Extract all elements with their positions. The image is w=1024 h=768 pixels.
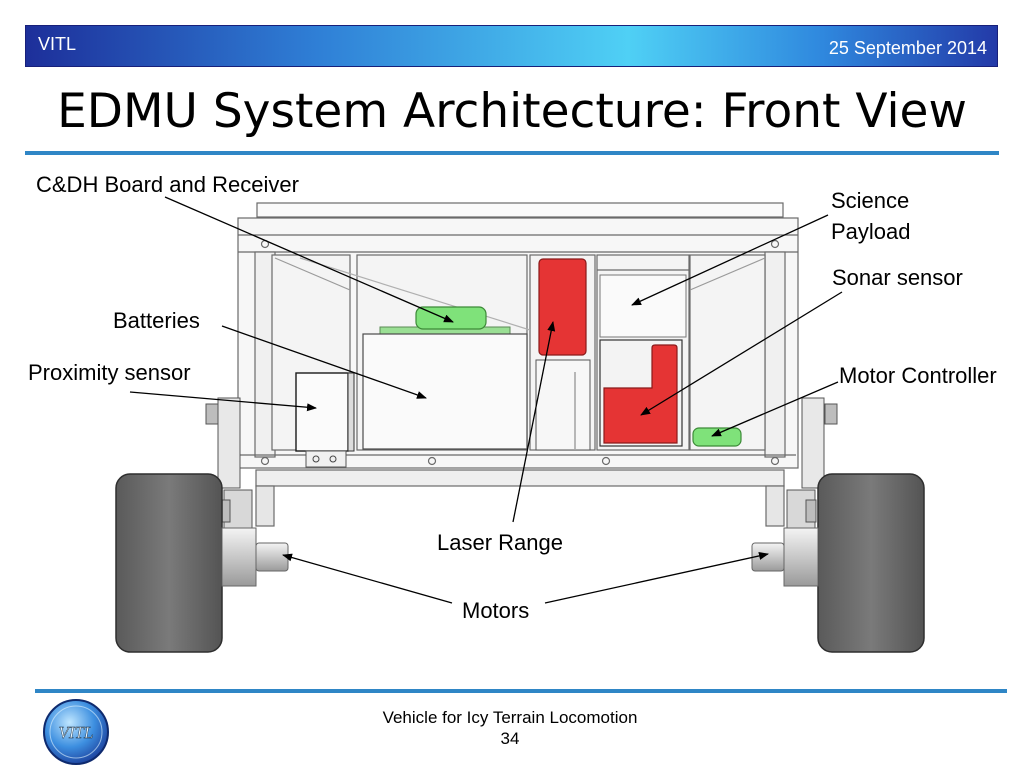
science-payload-bay — [599, 274, 687, 338]
label-science-line2: Payload — [831, 219, 911, 244]
label-motors: Motors — [462, 598, 529, 623]
arrow-science — [631, 214, 829, 306]
arrow-sonar — [640, 291, 843, 416]
right-motor — [751, 527, 819, 587]
arrow-batteries — [221, 325, 427, 399]
label-motor-controller: Motor Controller — [839, 363, 997, 388]
left-wheel — [115, 473, 223, 653]
laser-range-finder — [535, 258, 591, 451]
footer-title: Vehicle for Icy Terrain Locomotion — [382, 708, 638, 727]
arrow-proximity — [129, 391, 317, 412]
battery-pack — [362, 326, 528, 450]
right-wheel — [817, 473, 925, 653]
header-title: VITL — [38, 34, 77, 54]
left-motor — [221, 527, 289, 587]
arrow-motor-controller — [711, 381, 839, 437]
logo-text: VITL — [59, 723, 94, 742]
header-date: 25 September 2014 — [828, 38, 987, 58]
label-laser-range: Laser Range — [437, 530, 563, 555]
footer: Vehicle for Icy Terrain Locomotion 34 — [340, 707, 680, 749]
arrow-motor-left — [282, 553, 453, 604]
label-science-line1: Science — [831, 188, 909, 213]
label-batteries: Batteries — [113, 308, 200, 333]
vitl-logo: VITL — [43, 699, 109, 765]
callout-arrows — [129, 196, 843, 604]
footer-divider — [35, 689, 1007, 693]
arrow-cdh — [164, 196, 454, 323]
label-sonar-sensor: Sonar sensor — [832, 265, 963, 290]
arrow-laser — [512, 321, 556, 523]
title-divider — [25, 151, 999, 155]
arrow-motor-right — [544, 552, 769, 604]
motor-controller — [692, 427, 742, 447]
sonar-sensor — [599, 339, 683, 447]
header-bar: VITL 25 September 2014 — [25, 25, 998, 67]
label-cdh-board: C&DH Board and Receiver — [36, 172, 299, 197]
page-number: 34 — [500, 729, 520, 748]
label-proximity-sensor: Proximity sensor — [28, 360, 191, 385]
proximity-sensor — [295, 372, 355, 468]
slide-title: EDMU System Architecture: Front View — [57, 84, 967, 139]
